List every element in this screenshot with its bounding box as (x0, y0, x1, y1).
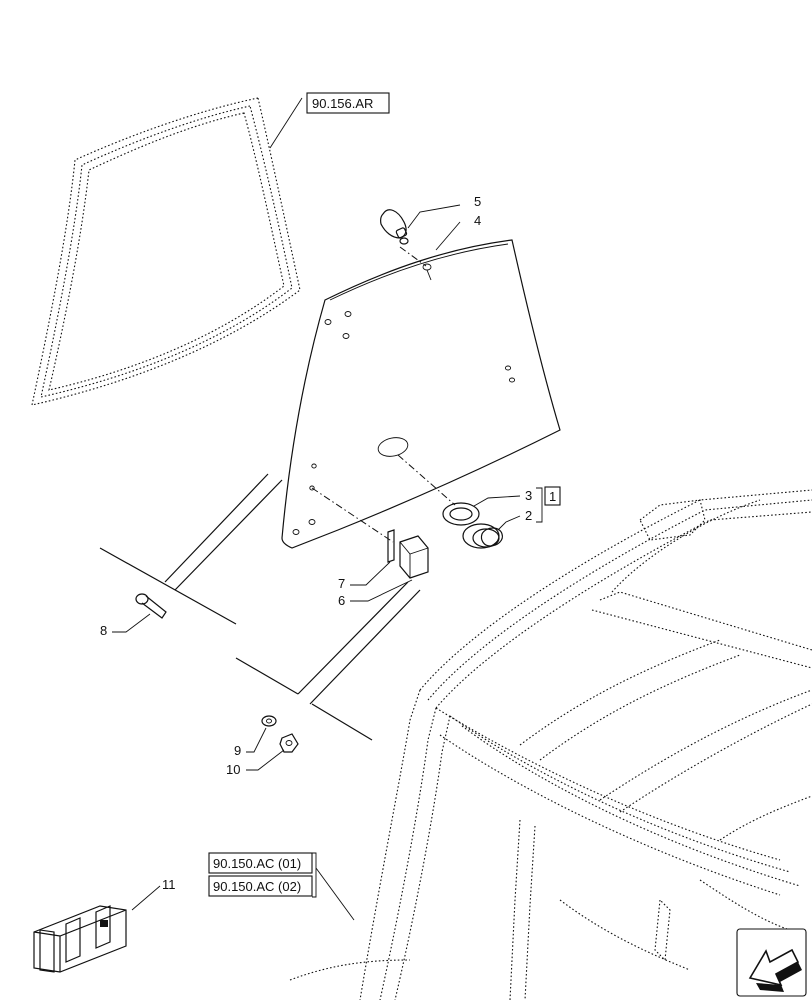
bolt (135, 593, 167, 619)
window-glass (281, 239, 561, 549)
callout-9: 9 (234, 743, 241, 758)
reference-cab-01[interactable]: 90.150.AC (01) (208, 852, 313, 874)
crate-icon (33, 905, 127, 973)
grommet (462, 523, 503, 549)
washer-ring (442, 502, 480, 526)
callout-1-box: 1 (544, 486, 561, 506)
callout-1: 1 (549, 489, 556, 504)
cab-frame (289, 489, 812, 1000)
callout-3: 3 (525, 488, 532, 503)
reference-cab-02[interactable]: 90.150.AC (02) (208, 875, 313, 897)
window-seal (31, 97, 301, 406)
reference-seal-label: 90.156.AR (312, 96, 373, 111)
callout-2: 2 (525, 508, 532, 523)
explode-lines (99, 473, 421, 741)
callout-7: 7 (338, 576, 345, 591)
callout-8: 8 (100, 623, 107, 638)
reference-cab-01-label: 90.150.AC (01) (213, 856, 301, 871)
reference-seal[interactable]: 90.156.AR (306, 92, 390, 114)
leader-lines (112, 97, 543, 921)
callout-5: 5 (474, 194, 481, 209)
callout-4: 4 (474, 213, 481, 228)
callout-6: 6 (338, 593, 345, 608)
callout-10: 10 (226, 762, 240, 777)
reference-cab-02-label: 90.150.AC (02) (213, 879, 301, 894)
bracket-pad (387, 529, 429, 579)
arrow-icon[interactable] (736, 928, 807, 997)
callout-numbers: 5 4 3 2 7 6 8 9 10 11 (100, 194, 532, 892)
callout-11: 11 (162, 877, 176, 892)
assembly-lines (311, 246, 456, 543)
washer-nut (261, 715, 299, 753)
cap-part (380, 209, 409, 245)
